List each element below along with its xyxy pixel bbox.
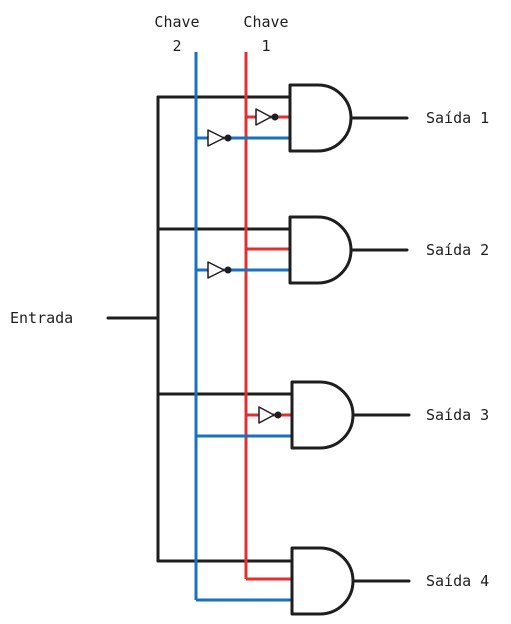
entrada-label: Entrada xyxy=(10,309,73,327)
inverter-icon xyxy=(255,108,279,126)
output-label-2: Saída 2 xyxy=(426,241,489,259)
inverter-icon xyxy=(207,129,232,147)
inverter-icon xyxy=(258,406,282,424)
output-label-4: Saída 4 xyxy=(426,572,489,590)
and-gate-icon xyxy=(288,83,353,153)
output-label-1: Saída 1 xyxy=(426,109,489,127)
and-gate-icon xyxy=(288,215,353,285)
inverter-icon xyxy=(207,261,232,279)
chave2-label-line1: Chave xyxy=(154,13,199,31)
chave1-label-line2: 1 xyxy=(261,37,270,55)
chave2-label-line2: 2 xyxy=(172,37,181,55)
chave1-label-line1: Chave xyxy=(243,13,288,31)
and-gate-icon xyxy=(290,380,355,450)
output-label-3: Saída 3 xyxy=(426,406,489,424)
and-gate-icon xyxy=(290,546,355,616)
